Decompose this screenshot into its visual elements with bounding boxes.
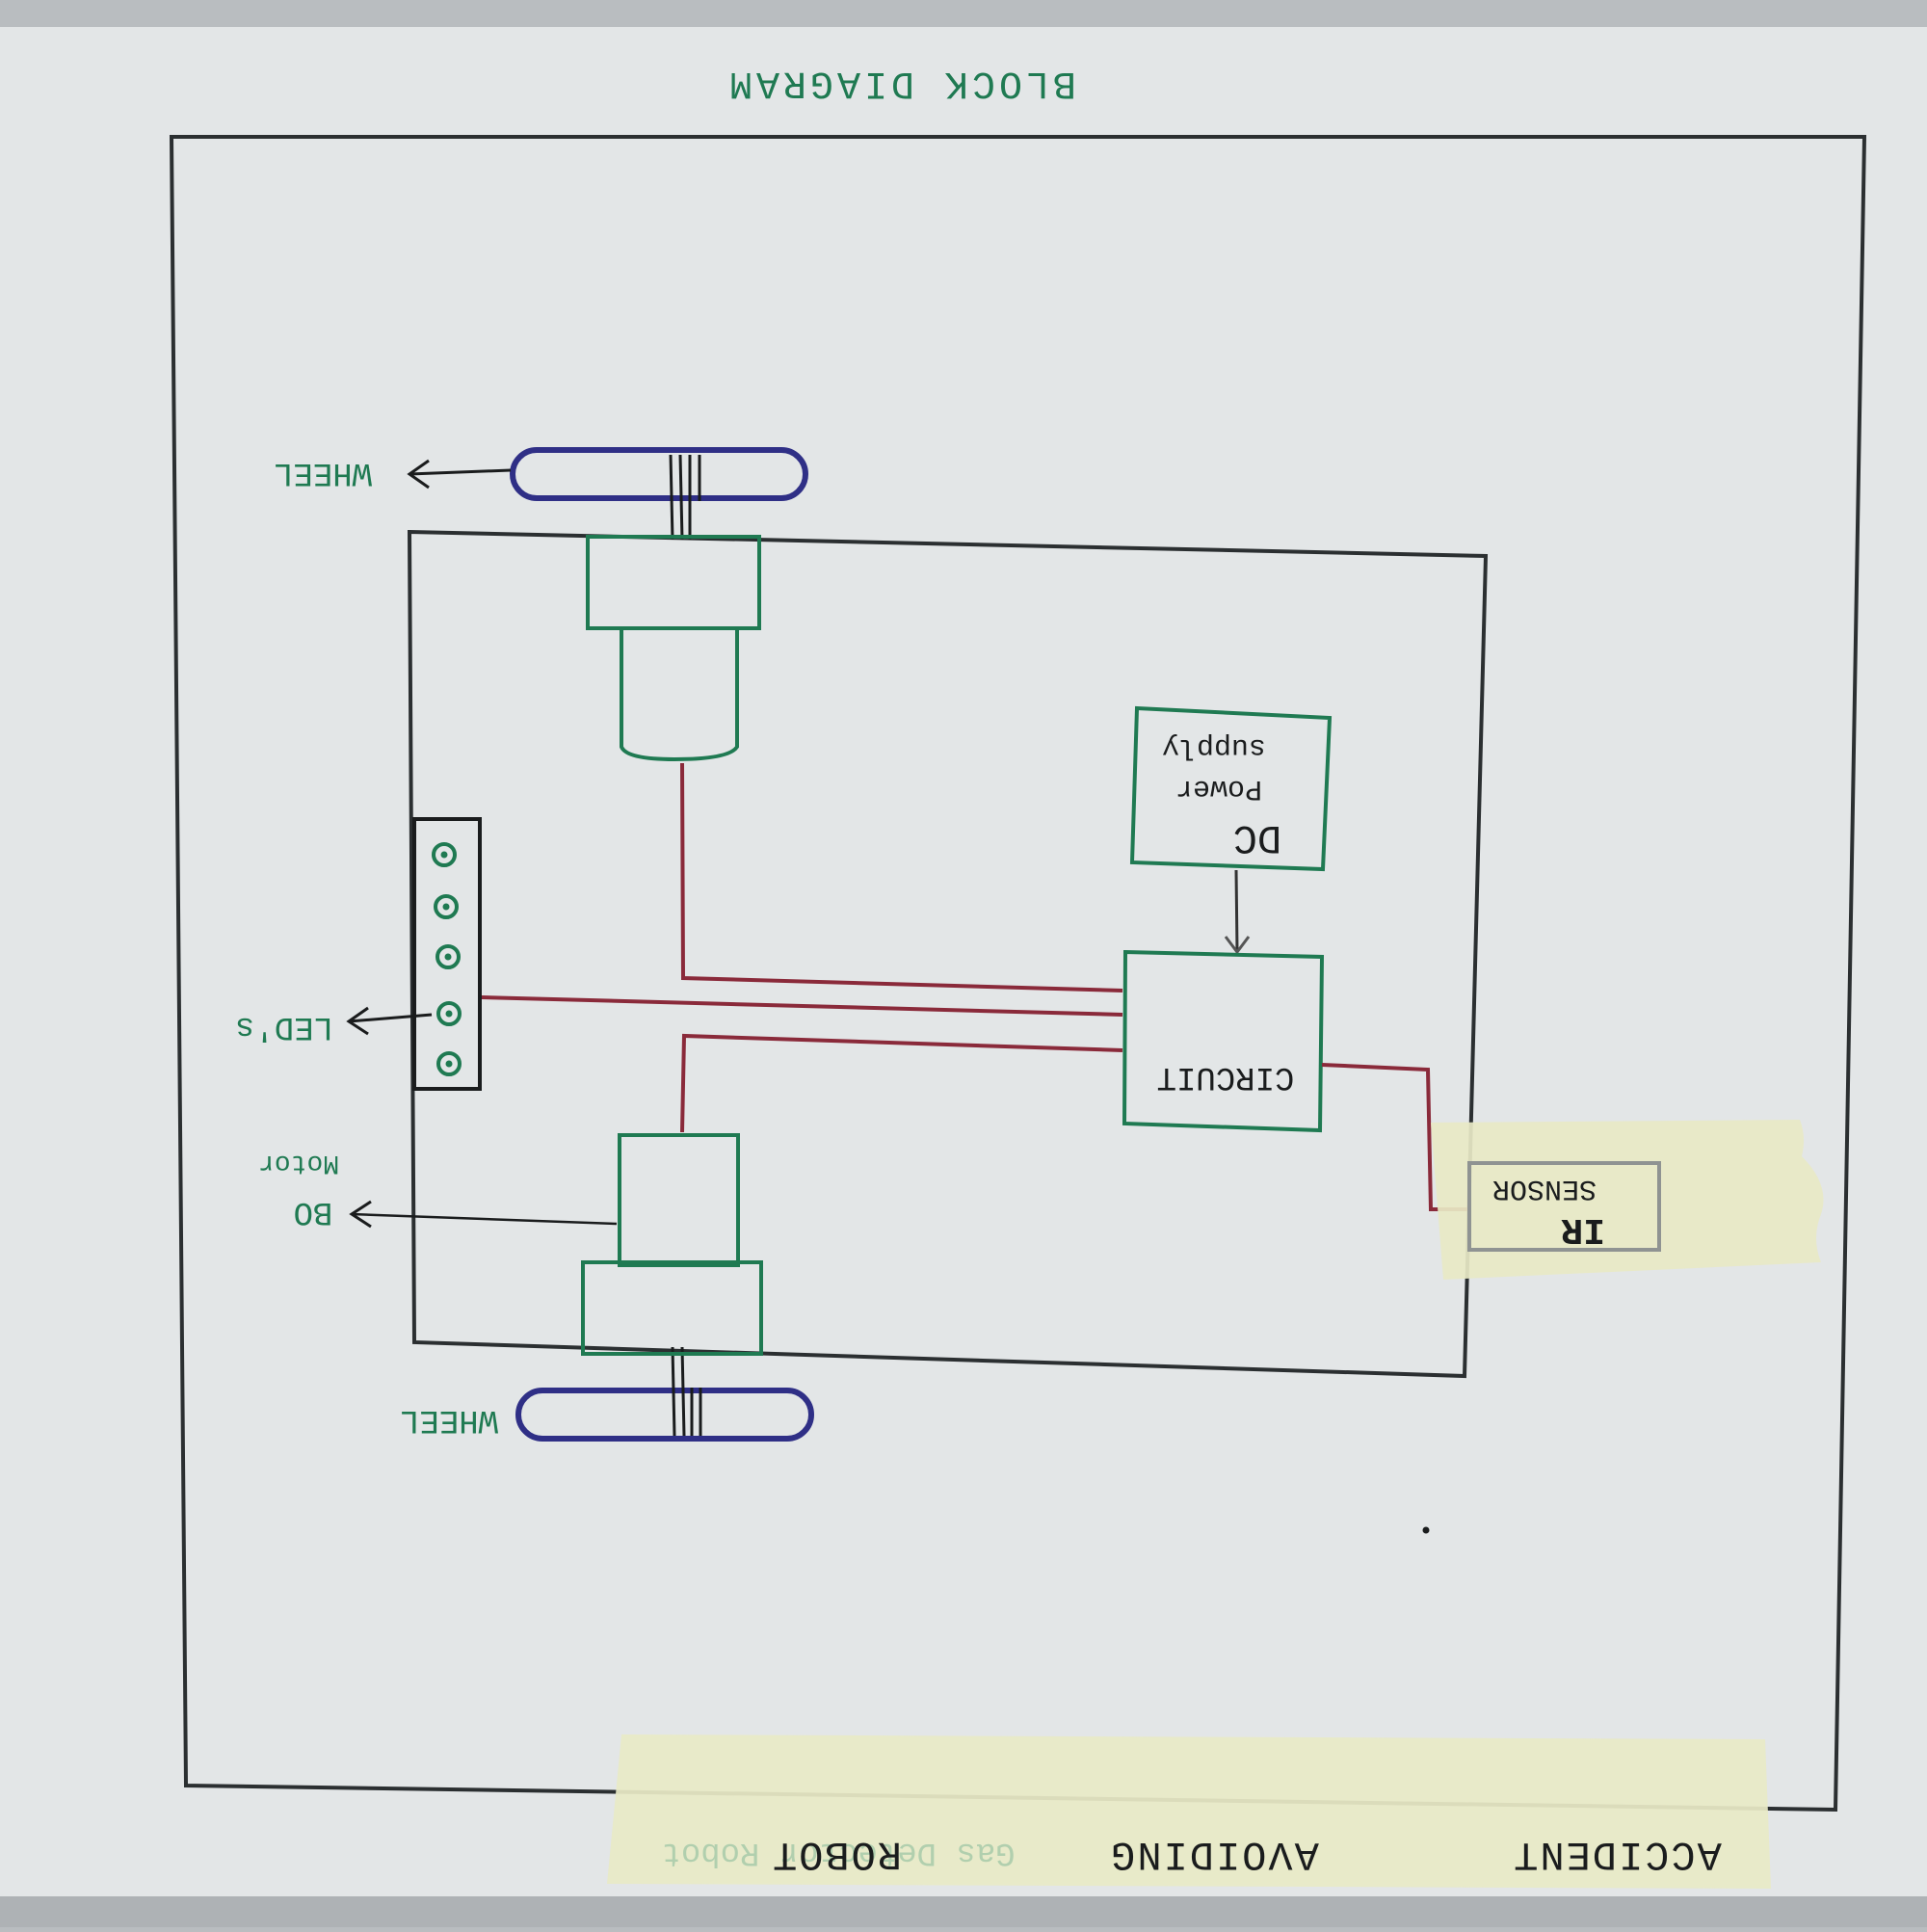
bo-motor-label-line1: BO — [294, 1193, 333, 1230]
dc-power-supply-box — [1129, 705, 1333, 872]
wheel-top-axle — [669, 454, 701, 541]
dc-label-line1: DC — [1233, 814, 1281, 860]
wheel-top — [510, 447, 808, 541]
led-4 — [436, 1001, 462, 1026]
footer-word-robot: ROBOT — [771, 1831, 902, 1877]
wheel-top-label: WHEEL — [274, 454, 372, 490]
ink-dot — [1422, 1526, 1430, 1534]
power-connection — [1234, 869, 1239, 952]
wheel-bottom-label-group: WHEEL — [400, 1401, 498, 1438]
ir-sensor-box — [1467, 1161, 1661, 1252]
wheel-top-arrow — [409, 468, 512, 476]
wiring — [481, 762, 1469, 1211]
bo-motor-arrow — [351, 1212, 618, 1226]
wheel-bottom-axle — [671, 1346, 702, 1437]
motor-top-body — [620, 628, 739, 762]
led-3 — [436, 944, 461, 969]
motor-bottom — [581, 1133, 763, 1356]
circuit-label: CIRCUIT — [1157, 1058, 1295, 1095]
wire-motor-bottom — [680, 1033, 1123, 1133]
leds-label: LED's — [235, 1008, 333, 1045]
ir-sensor-tape: IR SENSOR — [1431, 1120, 1824, 1280]
motor-bottom-body — [618, 1133, 740, 1267]
leds-label-group: LED's — [235, 1006, 433, 1045]
tape-piece-footer — [607, 1734, 1771, 1889]
led-strip — [412, 817, 482, 1091]
motor-top — [586, 535, 761, 762]
footer-tape: Gas Detector Robot ACCIDENT AVOIDING ROB… — [607, 1734, 1771, 1889]
ir-label-line1: IR — [1561, 1208, 1605, 1250]
dc-label-line2: Power — [1175, 772, 1262, 805]
led-strip-frame — [412, 817, 482, 1091]
wire-motor-top — [680, 762, 1123, 992]
wheel-top-label-group: WHEEL — [274, 454, 512, 490]
motor-bottom-gearbox — [581, 1260, 763, 1356]
outer-frame — [169, 135, 1867, 1813]
dc-power-supply-block: DC Power supply — [1129, 705, 1333, 872]
dc-label-line3: supply — [1162, 730, 1266, 763]
ir-label-line2: SENSOR — [1492, 1172, 1597, 1204]
led-2 — [434, 894, 459, 919]
power-arrowhead — [1224, 936, 1251, 955]
paper-sheet — [0, 27, 1927, 1896]
bo-motor-label-line2: Motor — [258, 1148, 339, 1178]
leds-arrowhead — [346, 1006, 369, 1036]
bo-motor-label-group: BO Motor — [258, 1148, 618, 1230]
led-1 — [432, 842, 457, 867]
wheel-bottom — [515, 1346, 814, 1442]
footer-word-accident: ACCIDENT — [1512, 1831, 1722, 1877]
wheel-top-arrowhead — [407, 459, 430, 490]
wheel-bottom-label: WHEEL — [400, 1401, 498, 1438]
circuit-block: CIRCUIT — [1122, 949, 1325, 1133]
leds-arrow — [348, 1013, 433, 1023]
faded-footer-text: Gas Detector Robot — [661, 1834, 1015, 1870]
table-surface — [0, 1896, 1927, 1927]
motor-top-gearbox — [586, 535, 761, 630]
tape-piece-sensor — [1431, 1120, 1824, 1280]
footer-word-avoiding: AVOIDING — [1109, 1831, 1319, 1877]
wheel-bottom-tire — [515, 1388, 814, 1442]
circuit-box — [1122, 949, 1325, 1133]
wheel-top-tire — [510, 447, 808, 501]
diagram-title: BLOCK DIAGRAM — [726, 61, 1076, 104]
wire-leds — [481, 995, 1123, 1017]
bo-motor-arrowhead — [349, 1200, 372, 1229]
led-5 — [436, 1051, 462, 1076]
